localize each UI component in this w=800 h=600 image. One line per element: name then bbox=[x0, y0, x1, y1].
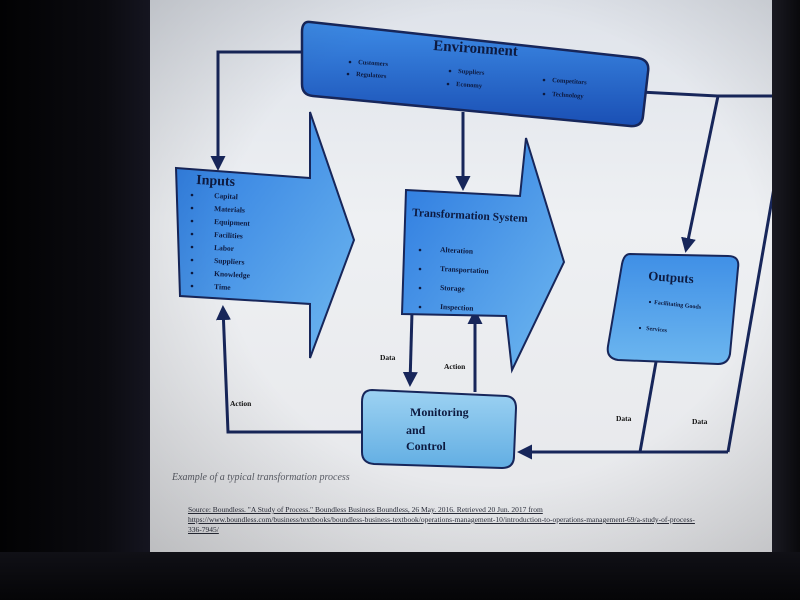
outputs-item: Facilitating Goods bbox=[654, 300, 702, 311]
figure-caption: Example of a typical transformation proc… bbox=[172, 472, 350, 483]
outputs-title: Outputs bbox=[648, 268, 694, 286]
env-to-outputs-connector bbox=[639, 90, 720, 253]
outputs-item: Services bbox=[646, 326, 668, 334]
inputs-item: Time bbox=[214, 282, 232, 292]
data-label-right: Data bbox=[692, 417, 708, 426]
action-label-inputs: Action bbox=[230, 399, 252, 408]
inputs-item: Equipment bbox=[214, 217, 251, 228]
monitor-to-inputs-connector bbox=[215, 305, 364, 434]
monitoring-line1: Monitoring bbox=[410, 405, 469, 419]
environment-item: Economy bbox=[456, 81, 483, 90]
data-label-transformation: Data bbox=[380, 353, 396, 362]
monitoring-line3: Control bbox=[406, 439, 446, 453]
transformation-arrow-box: Transformation System Alteration Transpo… bbox=[400, 137, 566, 374]
transformation-item: Transportation bbox=[440, 264, 490, 276]
monitor-bezel-bottom bbox=[0, 552, 800, 600]
transformation-item: Inspection bbox=[440, 302, 475, 313]
monitoring-line2: and bbox=[406, 423, 426, 437]
inputs-arrow-box: Inputs Capital Materials Equipment Facil… bbox=[174, 111, 356, 359]
inputs-item: Capital bbox=[214, 191, 238, 201]
monitoring-control-box: Monitoring and Control bbox=[361, 388, 518, 470]
transformation-to-monitor-connector bbox=[402, 311, 418, 387]
environment-item: Suppliers bbox=[458, 68, 485, 77]
environment-item: Regulators bbox=[356, 71, 387, 80]
monitor-bezel-left bbox=[0, 0, 150, 600]
inputs-title: Inputs bbox=[196, 173, 236, 190]
transformation-item: Alteration bbox=[440, 245, 474, 256]
environment-item: Customers bbox=[358, 59, 389, 68]
figure-source-citation: Source: Boundless. "A Study of Process."… bbox=[188, 505, 695, 534]
environment-item: Technology bbox=[552, 91, 585, 100]
inputs-item: Labor bbox=[214, 243, 235, 253]
action-label-transformation: Action bbox=[444, 362, 466, 371]
env-to-inputs-connector bbox=[210, 50, 305, 171]
monitor-bezel-right bbox=[772, 0, 800, 600]
right-feedback-line bbox=[718, 94, 772, 453]
data-label-outputs: Data bbox=[616, 414, 632, 423]
transformation-process-diagram: Environment Customers Suppliers Competit… bbox=[174, 20, 772, 470]
environment-item: Competitors bbox=[552, 77, 588, 86]
inputs-item: Suppliers bbox=[214, 256, 245, 267]
inputs-item: Knowledge bbox=[214, 269, 251, 280]
environment-box: Environment Customers Suppliers Competit… bbox=[300, 20, 650, 128]
inputs-item: Facilities bbox=[214, 230, 243, 240]
environment-title: Environment bbox=[433, 38, 519, 60]
outputs-box: Outputs Facilitating Goods Services bbox=[606, 252, 740, 366]
inputs-item: Materials bbox=[214, 204, 245, 215]
transformation-item: Storage bbox=[440, 283, 466, 293]
slide-screen: Environment Customers Suppliers Competit… bbox=[150, 0, 772, 552]
outputs-data-line bbox=[638, 361, 658, 453]
